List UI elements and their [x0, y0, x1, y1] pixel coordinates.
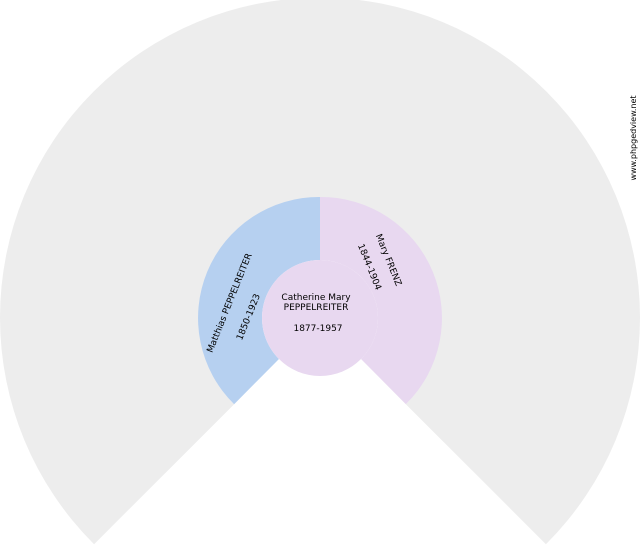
mother-wedge[interactable]: [320, 196, 442, 405]
father-wedge[interactable]: [198, 196, 320, 405]
watermark: www.phpgedview.net: [629, 95, 638, 180]
root-dates: 1877-1957: [293, 324, 342, 334]
root-name-line1: Catherine Mary: [281, 293, 351, 303]
father-sector[interactable]: Matthias PEPPELREITER 1850-1923: [198, 196, 320, 405]
root-name-line2: PEPPELREITER: [284, 303, 349, 313]
root-person[interactable]: Catherine Mary PEPPELREITER 1877-1957: [262, 260, 378, 376]
root-circle[interactable]: [262, 260, 378, 376]
